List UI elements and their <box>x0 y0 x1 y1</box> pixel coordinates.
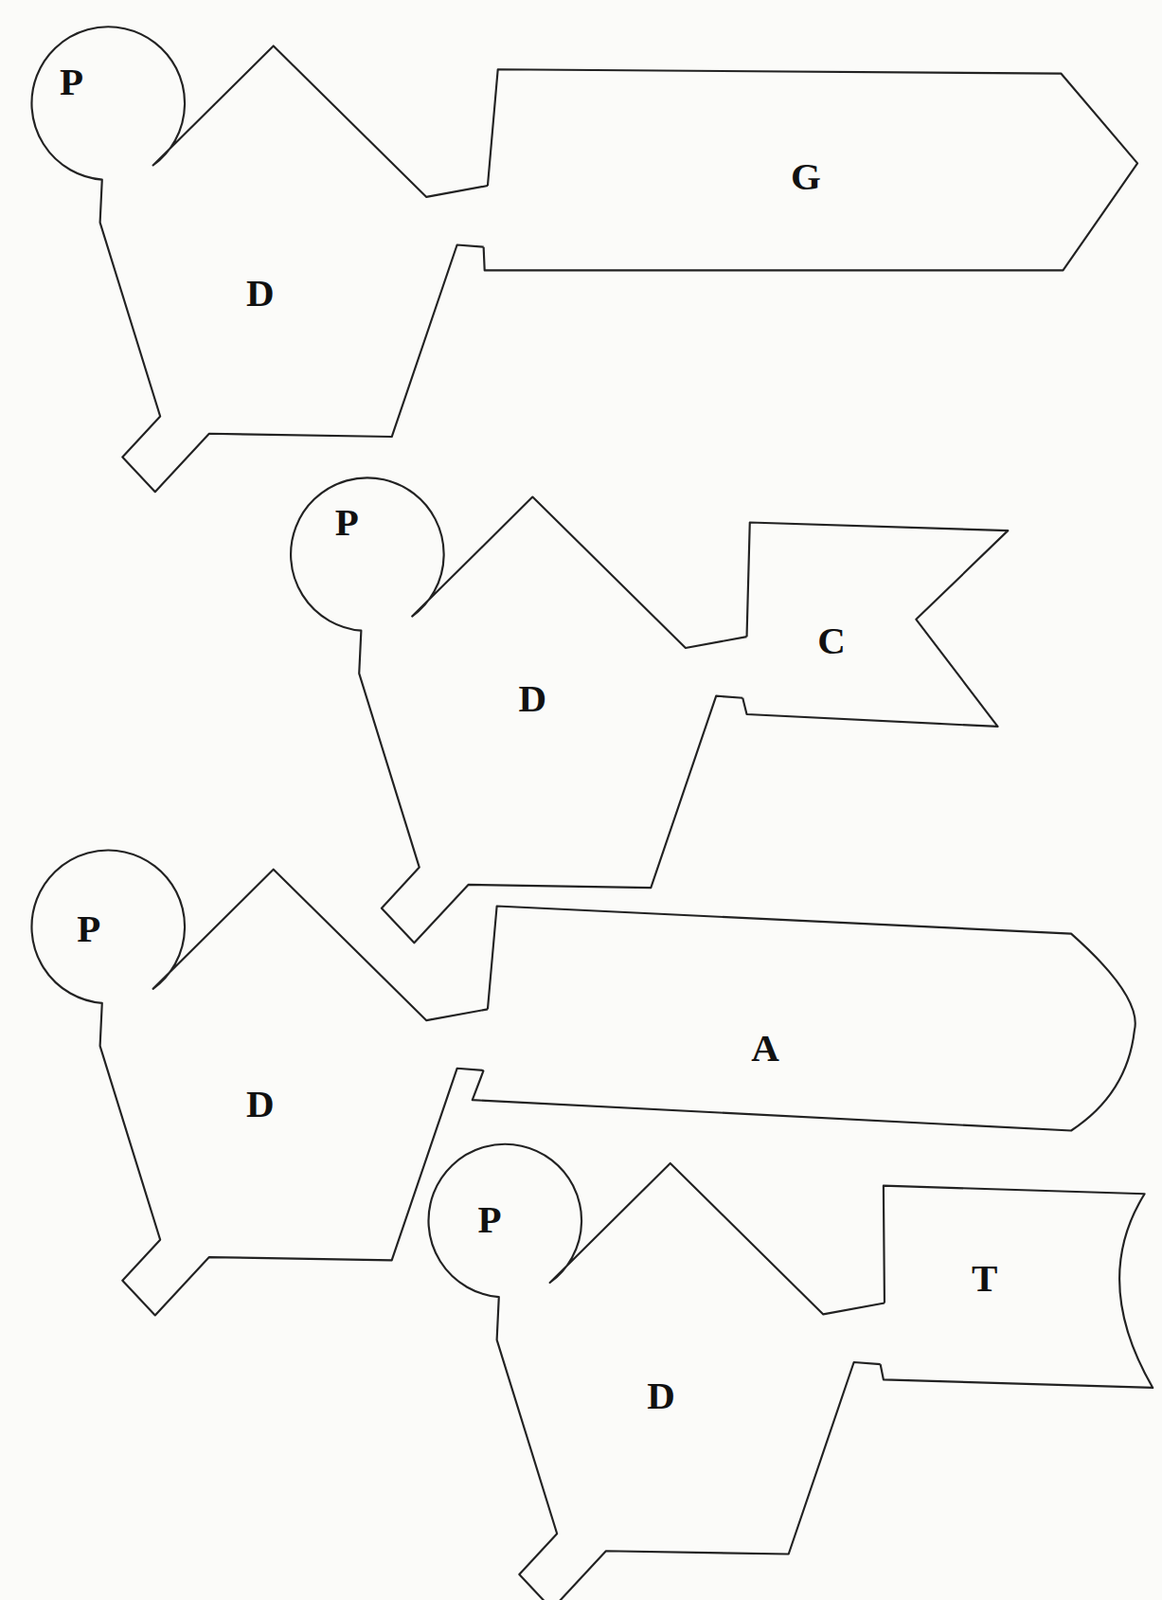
sugar-pentagon: D <box>242 269 279 317</box>
nucleotide-a <box>31 850 1135 1316</box>
node-letter: T <box>967 1254 1002 1302</box>
nucleotide-g <box>31 26 1138 492</box>
phosphate-circle: P <box>474 1196 506 1243</box>
nucleotide-c <box>290 477 1008 943</box>
node-letter: G <box>786 153 825 200</box>
base-region: T <box>967 1254 1002 1302</box>
phosphate-circle: P <box>72 905 105 952</box>
node-letter: P <box>331 499 363 546</box>
node-letter: P <box>55 58 88 106</box>
phosphate-circle: P <box>331 499 363 546</box>
node-letter: D <box>643 1372 680 1419</box>
node-letter: C <box>813 617 850 664</box>
node-letter: D <box>515 675 552 722</box>
node-letter: D <box>242 269 279 317</box>
phosphate-circle: P <box>55 58 88 106</box>
sugar-pentagon: D <box>242 1080 279 1127</box>
sugar-pentagon: D <box>643 1372 680 1419</box>
nucleotide-t <box>428 1144 1153 1600</box>
node-letter: D <box>242 1080 279 1127</box>
sugar-pentagon: D <box>515 675 552 722</box>
base-region: C <box>813 617 850 664</box>
node-letter: P <box>72 905 105 952</box>
base-region: G <box>786 153 825 200</box>
base-region: A <box>747 1024 784 1072</box>
node-letter: P <box>474 1196 506 1243</box>
node-letter: A <box>747 1024 784 1072</box>
